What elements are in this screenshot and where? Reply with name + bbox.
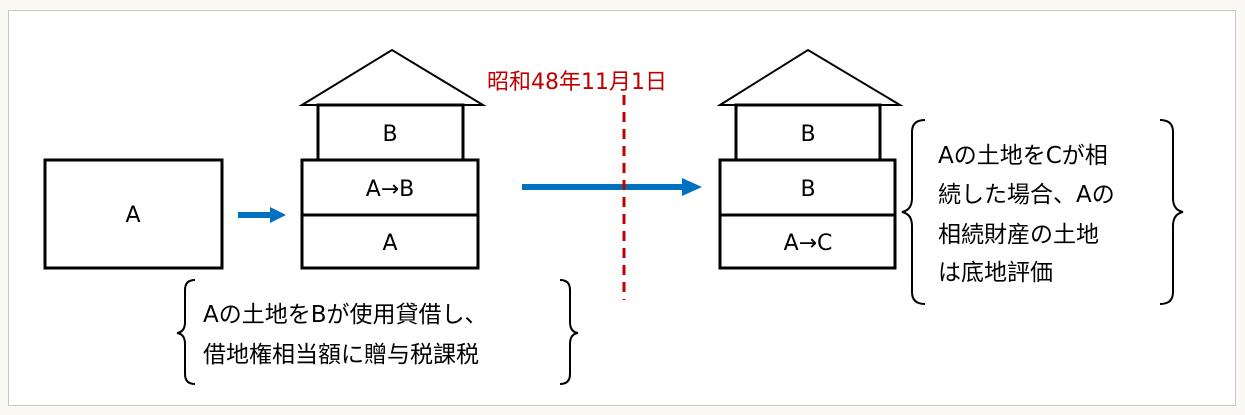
svg-text:B: B xyxy=(800,177,815,202)
note-right xyxy=(901,119,1184,305)
date-label: 昭和48年11月1日 xyxy=(487,70,667,95)
house-after: B B A→C xyxy=(716,48,904,270)
note-right-line: 続した場合、Aの xyxy=(938,182,1115,208)
big-arrow-icon xyxy=(522,178,702,196)
small-arrow-icon xyxy=(238,207,286,223)
svg-text:A→B: A→B xyxy=(366,177,415,202)
svg-text:A: A xyxy=(382,231,397,256)
house-before: B A→B A xyxy=(298,48,487,270)
svg-text:B: B xyxy=(800,122,815,147)
note-right-line: は底地評価 xyxy=(938,260,1053,286)
svg-text:B: B xyxy=(382,122,397,147)
svg-text:A→C: A→C xyxy=(784,231,833,256)
note-right-line: 相続財産の土地 xyxy=(938,222,1099,248)
note-right-line: Aの土地をCが相 xyxy=(938,143,1108,169)
land-a: A xyxy=(43,158,224,270)
note-left-line: 借地権相当額に贈与税課税 xyxy=(203,342,479,368)
note-left-line: Aの土地をBが使用貸借し、 xyxy=(203,302,488,328)
note-left xyxy=(176,279,579,385)
svg-text:A: A xyxy=(125,203,140,228)
